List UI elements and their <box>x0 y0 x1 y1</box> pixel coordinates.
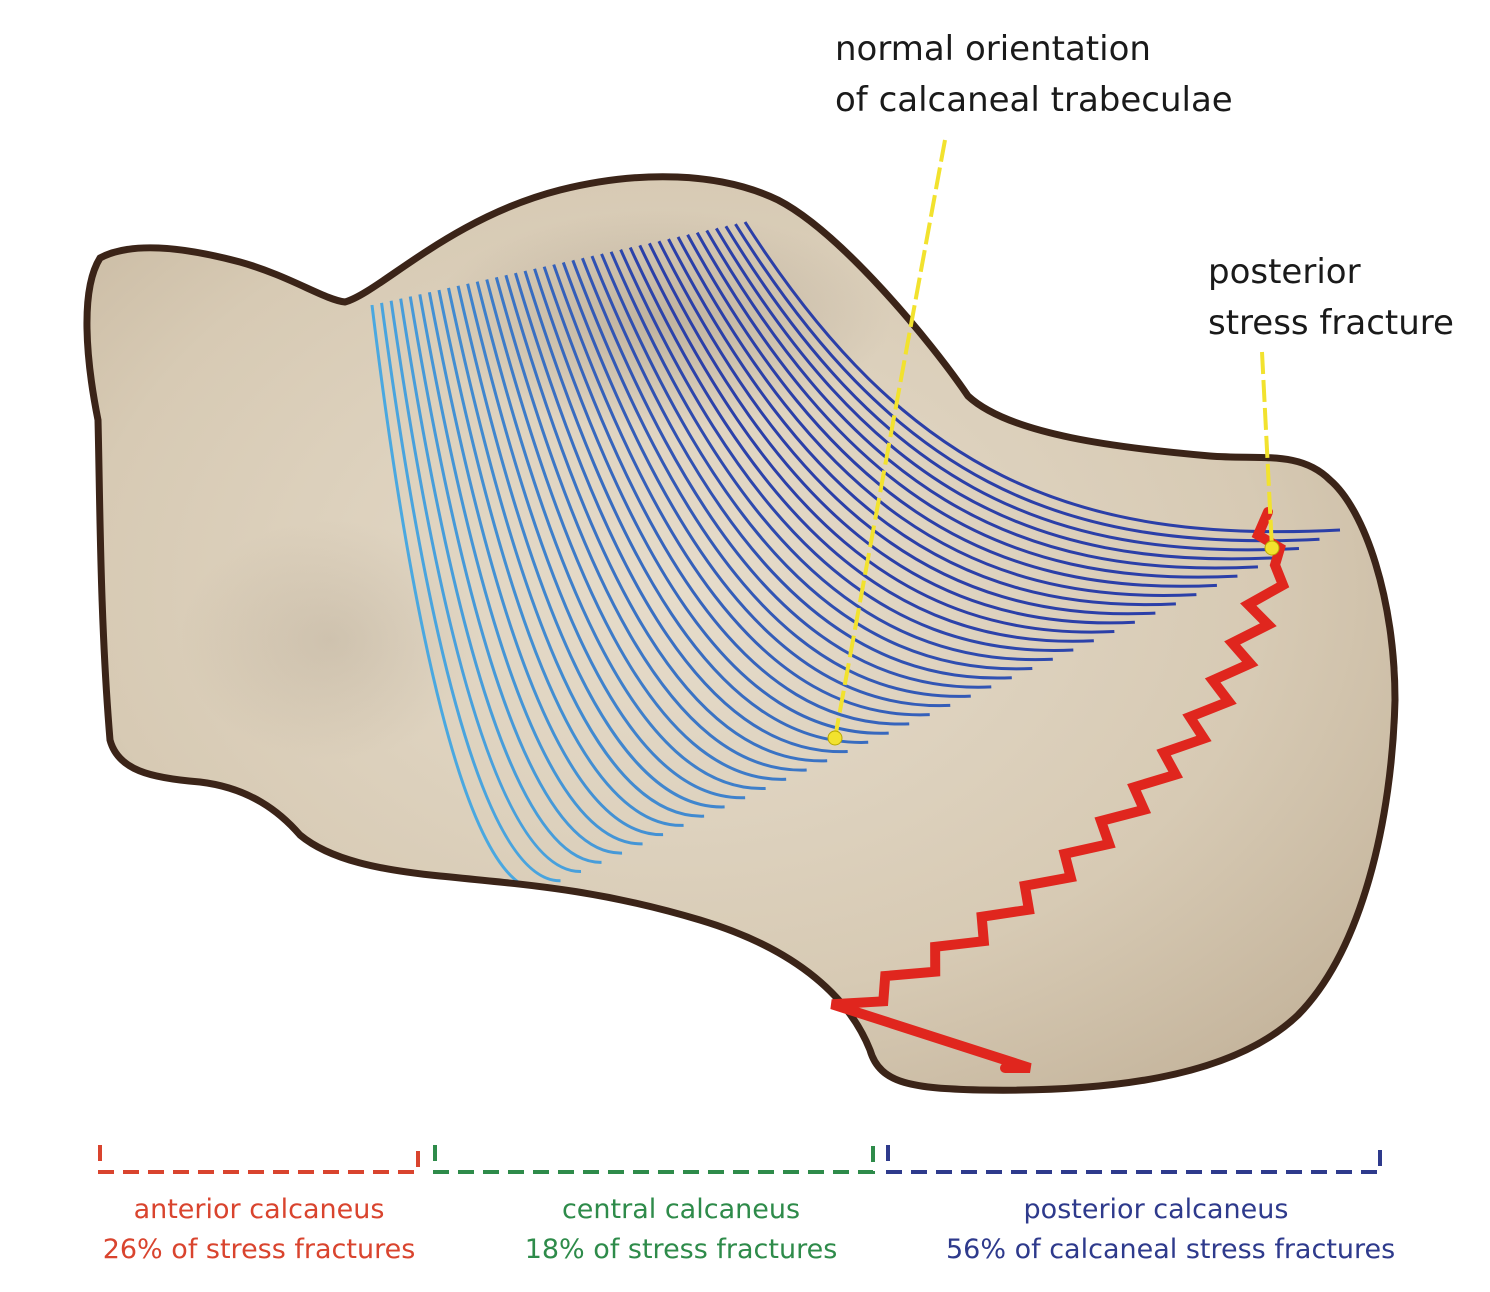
trabecula-line <box>485 279 787 781</box>
trabecula-line <box>494 276 807 772</box>
trabecula-line <box>676 236 1197 597</box>
trabecula-line <box>619 249 1074 652</box>
trabecula-line <box>389 300 582 874</box>
posterior-region-label: posterior calcaneus 56% of calcaneal str… <box>946 1190 1396 1270</box>
fracture-callout: posterior stress fracture <box>1208 247 1454 349</box>
anterior-region-bracket <box>98 1145 420 1174</box>
posterior-region-stat: 56% of calcaneal stress fractures <box>946 1234 1396 1265</box>
trabecula-line <box>628 246 1094 643</box>
trabecula-line <box>724 225 1300 552</box>
fracture-leader-line <box>1260 351 1274 549</box>
fracture-callout-line1: posterior <box>1208 252 1361 292</box>
trabeculae-callout: normal orientation of calcaneal trabecul… <box>835 24 1233 126</box>
trabecula-line <box>715 227 1279 561</box>
trabecula-line <box>571 259 971 698</box>
trabeculae-lines <box>370 221 1341 892</box>
trabecula-line <box>399 298 602 864</box>
trabecula-line <box>542 266 910 726</box>
anterior-region-label: anterior calcaneus 26% of stress fractur… <box>49 1190 469 1270</box>
trabecula-line <box>561 261 951 707</box>
trabecula-line <box>447 287 705 818</box>
trabecula-line <box>504 274 828 763</box>
trabecula-line <box>523 270 869 744</box>
trabecula-line <box>380 302 561 883</box>
central-region-bracket <box>433 1145 875 1174</box>
fracture-leader-dot <box>1264 540 1280 556</box>
central-region-name: central calcaneus <box>561 1194 801 1225</box>
bone-outline <box>83 173 1399 1094</box>
anterior-region-name: anterior calcaneus <box>133 1194 385 1225</box>
trabecula-line <box>734 223 1320 543</box>
trabecula-line <box>609 251 1053 662</box>
trabecula-line <box>638 244 1115 634</box>
posterior-region-name: posterior calcaneus <box>1023 1194 1289 1225</box>
trabecula-line <box>533 268 889 735</box>
trabecula-line <box>705 229 1259 570</box>
trabecula-line <box>427 291 664 837</box>
trabeculae-leader-line <box>833 139 947 739</box>
trabecula-line <box>552 264 930 717</box>
posterior-region-bracket <box>886 1145 1382 1174</box>
trabecula-line <box>695 231 1238 579</box>
central-region-label: central calcaneus 18% of stress fracture… <box>471 1190 891 1270</box>
trabecula-line <box>743 221 1341 534</box>
trabecula-line <box>590 255 1012 680</box>
trabecula-line <box>686 234 1217 588</box>
trabecula-line <box>418 294 643 846</box>
trabecula-line <box>456 285 725 809</box>
posterior-stress-fracture-line <box>830 507 1290 1073</box>
trabecula-line <box>667 238 1176 607</box>
fracture-callout-line2: stress fracture <box>1208 303 1454 343</box>
trabecula-line <box>581 257 992 689</box>
trabeculae-leader-dot <box>827 730 843 746</box>
trabecula-line <box>408 296 623 855</box>
trabecula-line <box>370 304 541 892</box>
trabecula-line <box>475 281 766 790</box>
trabeculae-callout-line2: of calcaneal trabeculae <box>835 80 1233 120</box>
lateral-surface-shading <box>180 520 480 760</box>
trabecula-line <box>600 253 1033 671</box>
trabecula-line <box>437 289 684 827</box>
trabecula-line <box>648 242 1135 625</box>
trabeculae-callout-line1: normal orientation <box>835 29 1151 69</box>
trabecula-line <box>466 283 746 800</box>
trabecula-line <box>514 272 848 754</box>
central-region-stat: 18% of stress fractures <box>524 1234 838 1265</box>
anterior-region-stat: 26% of stress fractures <box>102 1234 416 1265</box>
